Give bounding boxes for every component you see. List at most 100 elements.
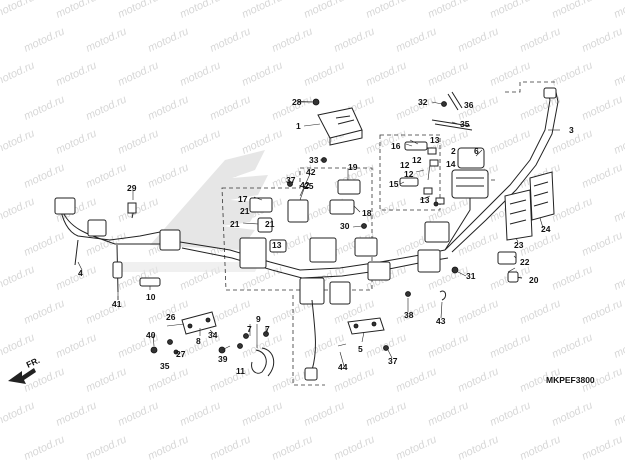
watermark-text: motod.ru xyxy=(518,25,562,54)
watermark-text: motod.ru xyxy=(332,25,376,54)
watermark-text: motod.ru xyxy=(580,25,624,54)
callout-34: 34 xyxy=(208,330,218,340)
watermark-text: motod.ru xyxy=(612,59,625,88)
watermark-text: motod.ru xyxy=(302,0,346,21)
watermark-text: motod.ru xyxy=(146,25,190,54)
watermark-text: motod.ru xyxy=(394,25,438,54)
watermark-text: motod.ru xyxy=(0,0,37,21)
watermark-text: motod.ru xyxy=(456,365,500,394)
watermark-text: motod.ru xyxy=(22,365,66,394)
watermark-text: motod.ru xyxy=(54,331,98,360)
callout-38: 38 xyxy=(404,310,414,320)
callout-21a: 21 xyxy=(240,206,250,216)
watermark-text: motod.ru xyxy=(240,399,284,428)
watermark-text: motod.ru xyxy=(364,0,408,21)
callout-17: 17 xyxy=(238,194,248,204)
watermark-text: motod.ru xyxy=(612,399,625,428)
watermark-text: motod.ru xyxy=(612,263,625,292)
watermark-text: motod.ru xyxy=(580,229,624,258)
watermark-text: motod.ru xyxy=(0,127,37,156)
watermark-text: motod.ru xyxy=(302,331,346,360)
leader-lines xyxy=(77,100,560,367)
watermark-text: motod.ru xyxy=(550,0,594,21)
wire-harness xyxy=(54,87,559,381)
watermark-text: motod.ru xyxy=(580,433,624,462)
watermark-text: motod.ru xyxy=(54,263,98,292)
watermark-text: motod.ru xyxy=(84,25,128,54)
watermark-text: motod.ru xyxy=(612,0,625,21)
watermark-text: motod.ru xyxy=(270,25,314,54)
ecu-module xyxy=(317,107,363,146)
callout-37a: 37 xyxy=(286,175,296,185)
watermark-text: motod.ru xyxy=(54,127,98,156)
watermark-text: motod.ru xyxy=(240,59,284,88)
watermark-text: motod.ru xyxy=(116,59,160,88)
callout-19: 19 xyxy=(348,162,358,172)
watermark-text: motod.ru xyxy=(394,365,438,394)
callout-20: 20 xyxy=(529,275,539,285)
callout-25: 25 xyxy=(304,181,314,191)
watermark-text: motod.ru xyxy=(178,127,222,156)
callout-23: 23 xyxy=(514,240,524,250)
callout-27: 27 xyxy=(176,349,186,359)
watermark-text: motod.ru xyxy=(54,0,98,21)
watermark-text: motod.ru xyxy=(488,0,532,21)
watermark-text: motod.ru xyxy=(116,399,160,428)
callout-39: 39 xyxy=(218,354,228,364)
callout-37b: 37 xyxy=(388,356,398,366)
watermark-text: motod.ru xyxy=(364,59,408,88)
callout-3: 3 xyxy=(569,125,574,135)
watermark-text: motod.ru xyxy=(550,399,594,428)
watermark-text: motod.ru xyxy=(394,93,438,122)
callout-18: 18 xyxy=(362,208,372,218)
callout-14: 14 xyxy=(446,159,456,169)
callout-7b: 7 xyxy=(265,324,270,334)
watermark-text: motod.ru xyxy=(364,127,408,156)
watermark-text: motod.ru xyxy=(84,297,128,326)
brand-logo-graphic xyxy=(118,150,268,272)
watermark-text: motod.ru xyxy=(84,93,128,122)
callout-6: 6 xyxy=(474,146,479,156)
watermark-text: motod.ru xyxy=(178,59,222,88)
callout-8: 8 xyxy=(196,336,201,346)
watermark-text: motod.ru xyxy=(612,127,625,156)
watermark-text: motod.ru xyxy=(550,331,594,360)
callout-42b: 42 xyxy=(300,180,310,190)
callout-31: 31 xyxy=(466,271,476,281)
watermark-text: motod.ru xyxy=(146,433,190,462)
watermark-text: motod.ru xyxy=(0,59,37,88)
watermark-text: motod.ru xyxy=(550,195,594,224)
callout-15: 15 xyxy=(389,179,399,189)
watermark-text: motod.ru xyxy=(456,25,500,54)
watermark-text: motod.ru xyxy=(0,331,37,360)
watermark-text: motod.ru xyxy=(208,365,252,394)
watermark-text: motod.ru xyxy=(84,161,128,190)
watermark-text: motod.ru xyxy=(488,399,532,428)
watermark-text: motod.ru xyxy=(426,0,470,21)
callout-7a: 7 xyxy=(247,324,252,334)
watermark-text: motod.ru xyxy=(22,25,66,54)
watermark-text: motod.ru xyxy=(22,93,66,122)
callout-29: 29 xyxy=(127,183,137,193)
watermark-text: motod.ru xyxy=(84,365,128,394)
watermark-text: motod.ru xyxy=(550,59,594,88)
diagram-code: MKPEF3800 xyxy=(546,375,595,385)
callout-13c: 13 xyxy=(272,240,282,250)
watermark-text: motod.ru xyxy=(456,229,500,258)
watermark-text: motod.ru xyxy=(116,127,160,156)
watermark-text: motod.ru xyxy=(364,399,408,428)
callout-5: 5 xyxy=(358,344,363,354)
callout-16: 16 xyxy=(391,141,401,151)
watermark-text: motod.ru xyxy=(116,195,160,224)
watermark-text: motod.ru xyxy=(208,25,252,54)
watermark-text: motod.ru xyxy=(426,59,470,88)
callout-44: 44 xyxy=(338,362,348,372)
callout-35: 35 xyxy=(460,119,470,129)
watermark-text: motod.ru xyxy=(178,399,222,428)
front-label: FR. xyxy=(25,355,42,370)
assembly-frames xyxy=(221,81,555,386)
watermark-text: motod.ru xyxy=(54,59,98,88)
callout-labels: 1 2 3 4 5 6 7 8 9 10 11 12 13 14 15 16 1… xyxy=(78,97,574,376)
watermark-text: motod.ru xyxy=(332,433,376,462)
watermark-text: motod.ru xyxy=(178,0,222,21)
